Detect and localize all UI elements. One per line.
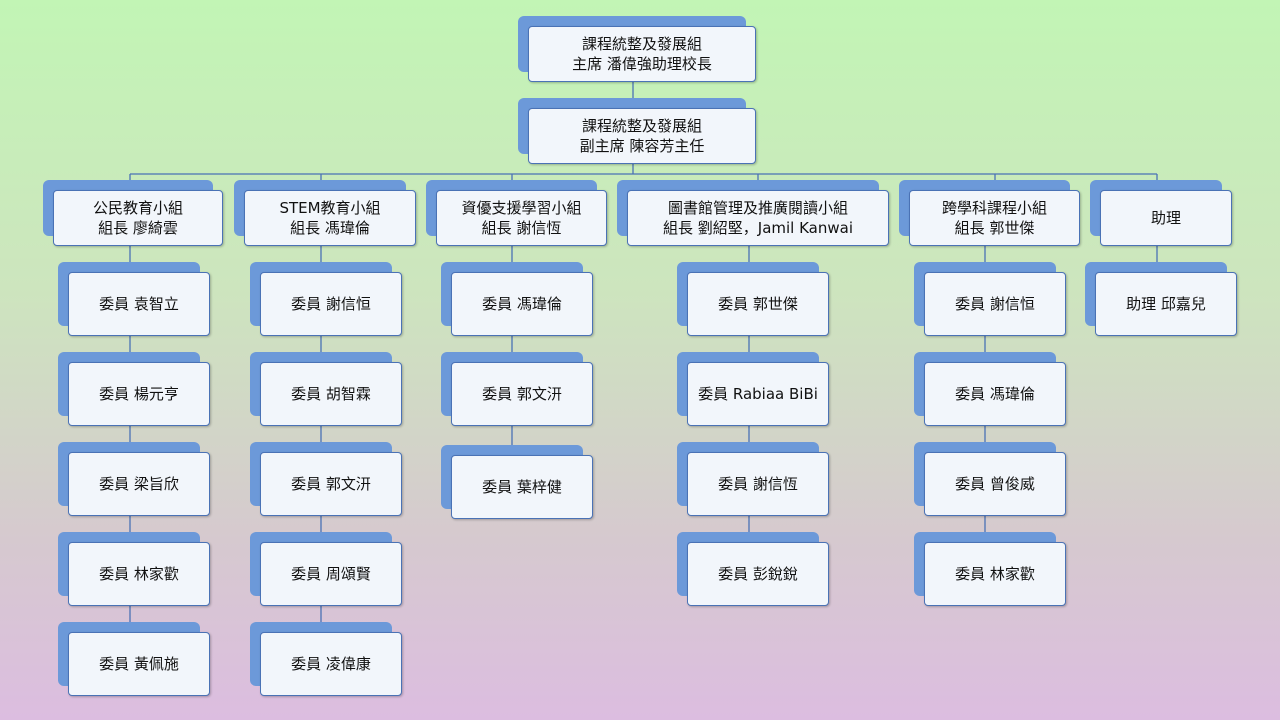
member-box: 委員 梁旨欣 (58, 442, 210, 516)
member-name: 委員 葉梓健 (482, 478, 562, 496)
member-name: 委員 郭文汧 (482, 385, 562, 403)
vice-chair-title: 課程統整及發展組 (581, 117, 702, 135)
member-box: 委員 楊元亨 (58, 352, 210, 426)
member-name: 委員 郭世傑 (718, 295, 798, 313)
group-head-library: 圖書館管理及推廣閱讀小組 組長 劉紹堅，Jamil Kanwai (617, 180, 889, 246)
member-name: 委員 曾俊威 (955, 475, 1035, 493)
group-leader: 組長 謝信恆 (481, 219, 562, 237)
member-name: 委員 彭銳銳 (718, 565, 798, 583)
member-box: 委員 謝信恆 (677, 442, 829, 516)
member-box: 委員 曾俊威 (914, 442, 1066, 516)
member-box: 委員 郭文汧 (250, 442, 402, 516)
member-box: 委員 彭銳銳 (677, 532, 829, 606)
member-box: 委員 袁智立 (58, 262, 210, 336)
member-box: 委員 葉梓健 (441, 445, 593, 519)
member-name: 助理 邱嘉兒 (1126, 295, 1206, 313)
member-box: 委員 林家歡 (58, 532, 210, 606)
member-box: 委員 Rabiaa BiBi (677, 352, 829, 426)
group-leader: 組長 廖綺雲 (98, 219, 178, 237)
member-box: 委員 馮瑋倫 (441, 262, 593, 336)
group-leader: 組長 馮瑋倫 (290, 219, 370, 237)
member-name: 委員 梁旨欣 (99, 475, 179, 493)
member-box: 委員 胡智霖 (250, 352, 402, 426)
group-title: 助理 (1150, 209, 1181, 227)
chair-name: 主席 潘偉強助理校長 (572, 55, 712, 73)
member-box: 助理 邱嘉兒 (1085, 262, 1237, 336)
group-title: 公民教育小組 (92, 199, 183, 217)
member-name: 委員 馮瑋倫 (955, 385, 1035, 403)
group-title: STEM教育小組 (279, 199, 381, 217)
chair-title: 課程統整及發展組 (581, 35, 702, 53)
member-box: 委員 郭世傑 (677, 262, 829, 336)
member-name: 委員 謝信恆 (718, 475, 798, 493)
member-box: 委員 周頌賢 (250, 532, 402, 606)
vice-chair-name: 副主席 陳容芳主任 (579, 137, 705, 155)
group-leader: 組長 郭世傑 (954, 219, 1035, 237)
member-name: 委員 凌偉康 (291, 655, 371, 673)
member-box: 委員 林家歡 (914, 532, 1066, 606)
member-box: 委員 謝信恒 (914, 262, 1066, 336)
member-box: 委員 郭文汧 (441, 352, 593, 426)
member-name: 委員 胡智霖 (291, 385, 371, 403)
member-name: 委員 林家歡 (99, 565, 179, 583)
member-name: 委員 林家歡 (955, 565, 1035, 583)
group-head-assistant: 助理 (1090, 180, 1232, 246)
member-name: 委員 郭文汧 (291, 475, 371, 493)
group-leader: 組長 劉紹堅，Jamil Kanwai (663, 219, 853, 237)
group-title: 圖書館管理及推廣閱讀小組 (667, 199, 848, 217)
group-head-civic: 公民教育小組 組長 廖綺雲 (43, 180, 223, 246)
member-box: 委員 黃佩施 (58, 622, 210, 696)
group-head-gifted: 資優支援學習小組 組長 謝信恆 (426, 180, 607, 246)
group-title: 資優支援學習小組 (461, 199, 582, 217)
vice-chair-box: 課程統整及發展組 副主席 陳容芳主任 (518, 98, 756, 164)
member-name: 委員 馮瑋倫 (482, 295, 562, 313)
chair-box: 課程統整及發展組 主席 潘偉強助理校長 (518, 16, 756, 82)
group-head-stem: STEM教育小組 組長 馮瑋倫 (234, 180, 416, 246)
member-name: 委員 謝信恒 (291, 295, 371, 313)
member-name: 委員 謝信恒 (955, 295, 1035, 313)
member-name: 委員 袁智立 (99, 295, 179, 313)
member-box: 委員 凌偉康 (250, 622, 402, 696)
group-head-interdisciplinary: 跨學科課程小組 組長 郭世傑 (899, 180, 1080, 246)
member-box: 委員 馮瑋倫 (914, 352, 1066, 426)
member-name: 委員 楊元亨 (99, 385, 179, 403)
member-name: 委員 黃佩施 (99, 655, 179, 673)
group-title: 跨學科課程小組 (941, 199, 1047, 217)
member-box: 委員 謝信恒 (250, 262, 402, 336)
member-name: 委員 Rabiaa BiBi (698, 385, 818, 403)
member-name: 委員 周頌賢 (291, 565, 371, 583)
